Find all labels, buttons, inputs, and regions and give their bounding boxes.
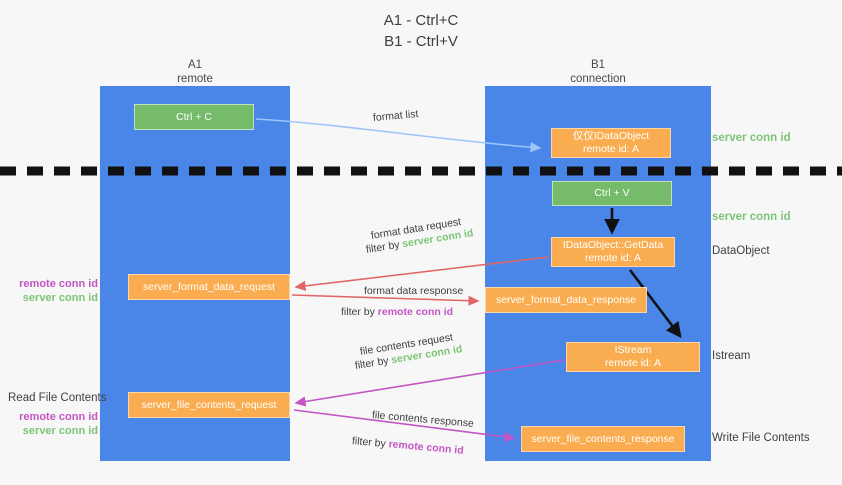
- box-server-file-contents-request-label: server_file_contents_request: [141, 398, 277, 411]
- label-server-conn-id-lower: server conn id: [22, 425, 98, 437]
- label-dataobject: DataObject: [712, 245, 770, 257]
- label-istream: Istream: [712, 350, 751, 362]
- label-write-file-contents: Write File Contents: [712, 432, 810, 444]
- box-ctrl-c[interactable]: Ctrl + C: [134, 104, 254, 130]
- box-server-format-data-response-label: server_format_data_response: [495, 293, 637, 306]
- label-conn-ids-upper: remote conn id server conn id: [8, 277, 98, 305]
- box-server-format-data-response[interactable]: server_format_data_response: [485, 287, 647, 313]
- box-server-file-contents-response[interactable]: server_file_contents_response: [521, 426, 685, 452]
- box-idataobject-label: 仅仅IDataObject remote id: A: [572, 130, 650, 155]
- caption-filter-by-text-2: filter by: [341, 306, 378, 318]
- box-idataobject-getdata[interactable]: IDataObject::GetData remote id: A: [551, 237, 675, 267]
- label-remote-conn-id-upper: remote conn id: [19, 278, 98, 290]
- caption-file-contents-response-filter: filter by remote conn id: [351, 434, 464, 458]
- box-idataobject-getdata-label: IDataObject::GetData remote id: A: [562, 239, 664, 264]
- caption-format-list: format list: [372, 108, 419, 124]
- label-server-conn-id-upper: server conn id: [22, 292, 98, 304]
- column-header-b1: B1 connection: [570, 59, 626, 85]
- label-read-file-contents: Read File Contents: [8, 392, 107, 404]
- column-header-a1: A1 remote: [177, 59, 213, 85]
- caption-filter-by-text: filter by: [365, 238, 404, 256]
- box-istream[interactable]: IStream remote id: A: [566, 342, 700, 372]
- label-server-conn-id-mid: server conn id: [712, 211, 791, 223]
- caption-format-data-response: format data response: [364, 285, 464, 297]
- box-server-format-data-request-label: server_format_data_request: [143, 280, 275, 293]
- caption-filter-remote-conn-id-2: remote conn id: [388, 438, 465, 457]
- caption-filter-remote-conn-id: remote conn id: [377, 306, 454, 318]
- caption-file-contents-response: file contents response: [371, 409, 475, 430]
- caption-filter-by-text-4: filter by: [351, 435, 390, 451]
- label-remote-conn-id-lower: remote conn id: [19, 411, 98, 423]
- box-server-file-contents-request[interactable]: server_file_contents_request: [128, 392, 290, 418]
- caption-filter-by-text-3: filter by: [354, 354, 393, 372]
- box-idataobject[interactable]: 仅仅IDataObject remote id: A: [551, 128, 671, 158]
- label-server-conn-id-top: server conn id: [712, 132, 791, 144]
- box-ctrl-v-label: Ctrl + V: [594, 187, 630, 199]
- box-server-format-data-request[interactable]: server_format_data_request: [128, 274, 290, 300]
- box-server-file-contents-response-label: server_file_contents_response: [531, 432, 675, 445]
- label-conn-ids-lower: remote conn id server conn id: [8, 410, 98, 438]
- caption-format-data-response-filter: filter by remote conn id: [341, 305, 453, 319]
- box-istream-label: IStream remote id: A: [604, 344, 662, 369]
- box-ctrl-c-label: Ctrl + C: [176, 110, 212, 123]
- box-ctrl-v[interactable]: Ctrl + V: [552, 181, 672, 206]
- page-title: A1 - Ctrl+C B1 - Ctrl+V: [383, 12, 459, 50]
